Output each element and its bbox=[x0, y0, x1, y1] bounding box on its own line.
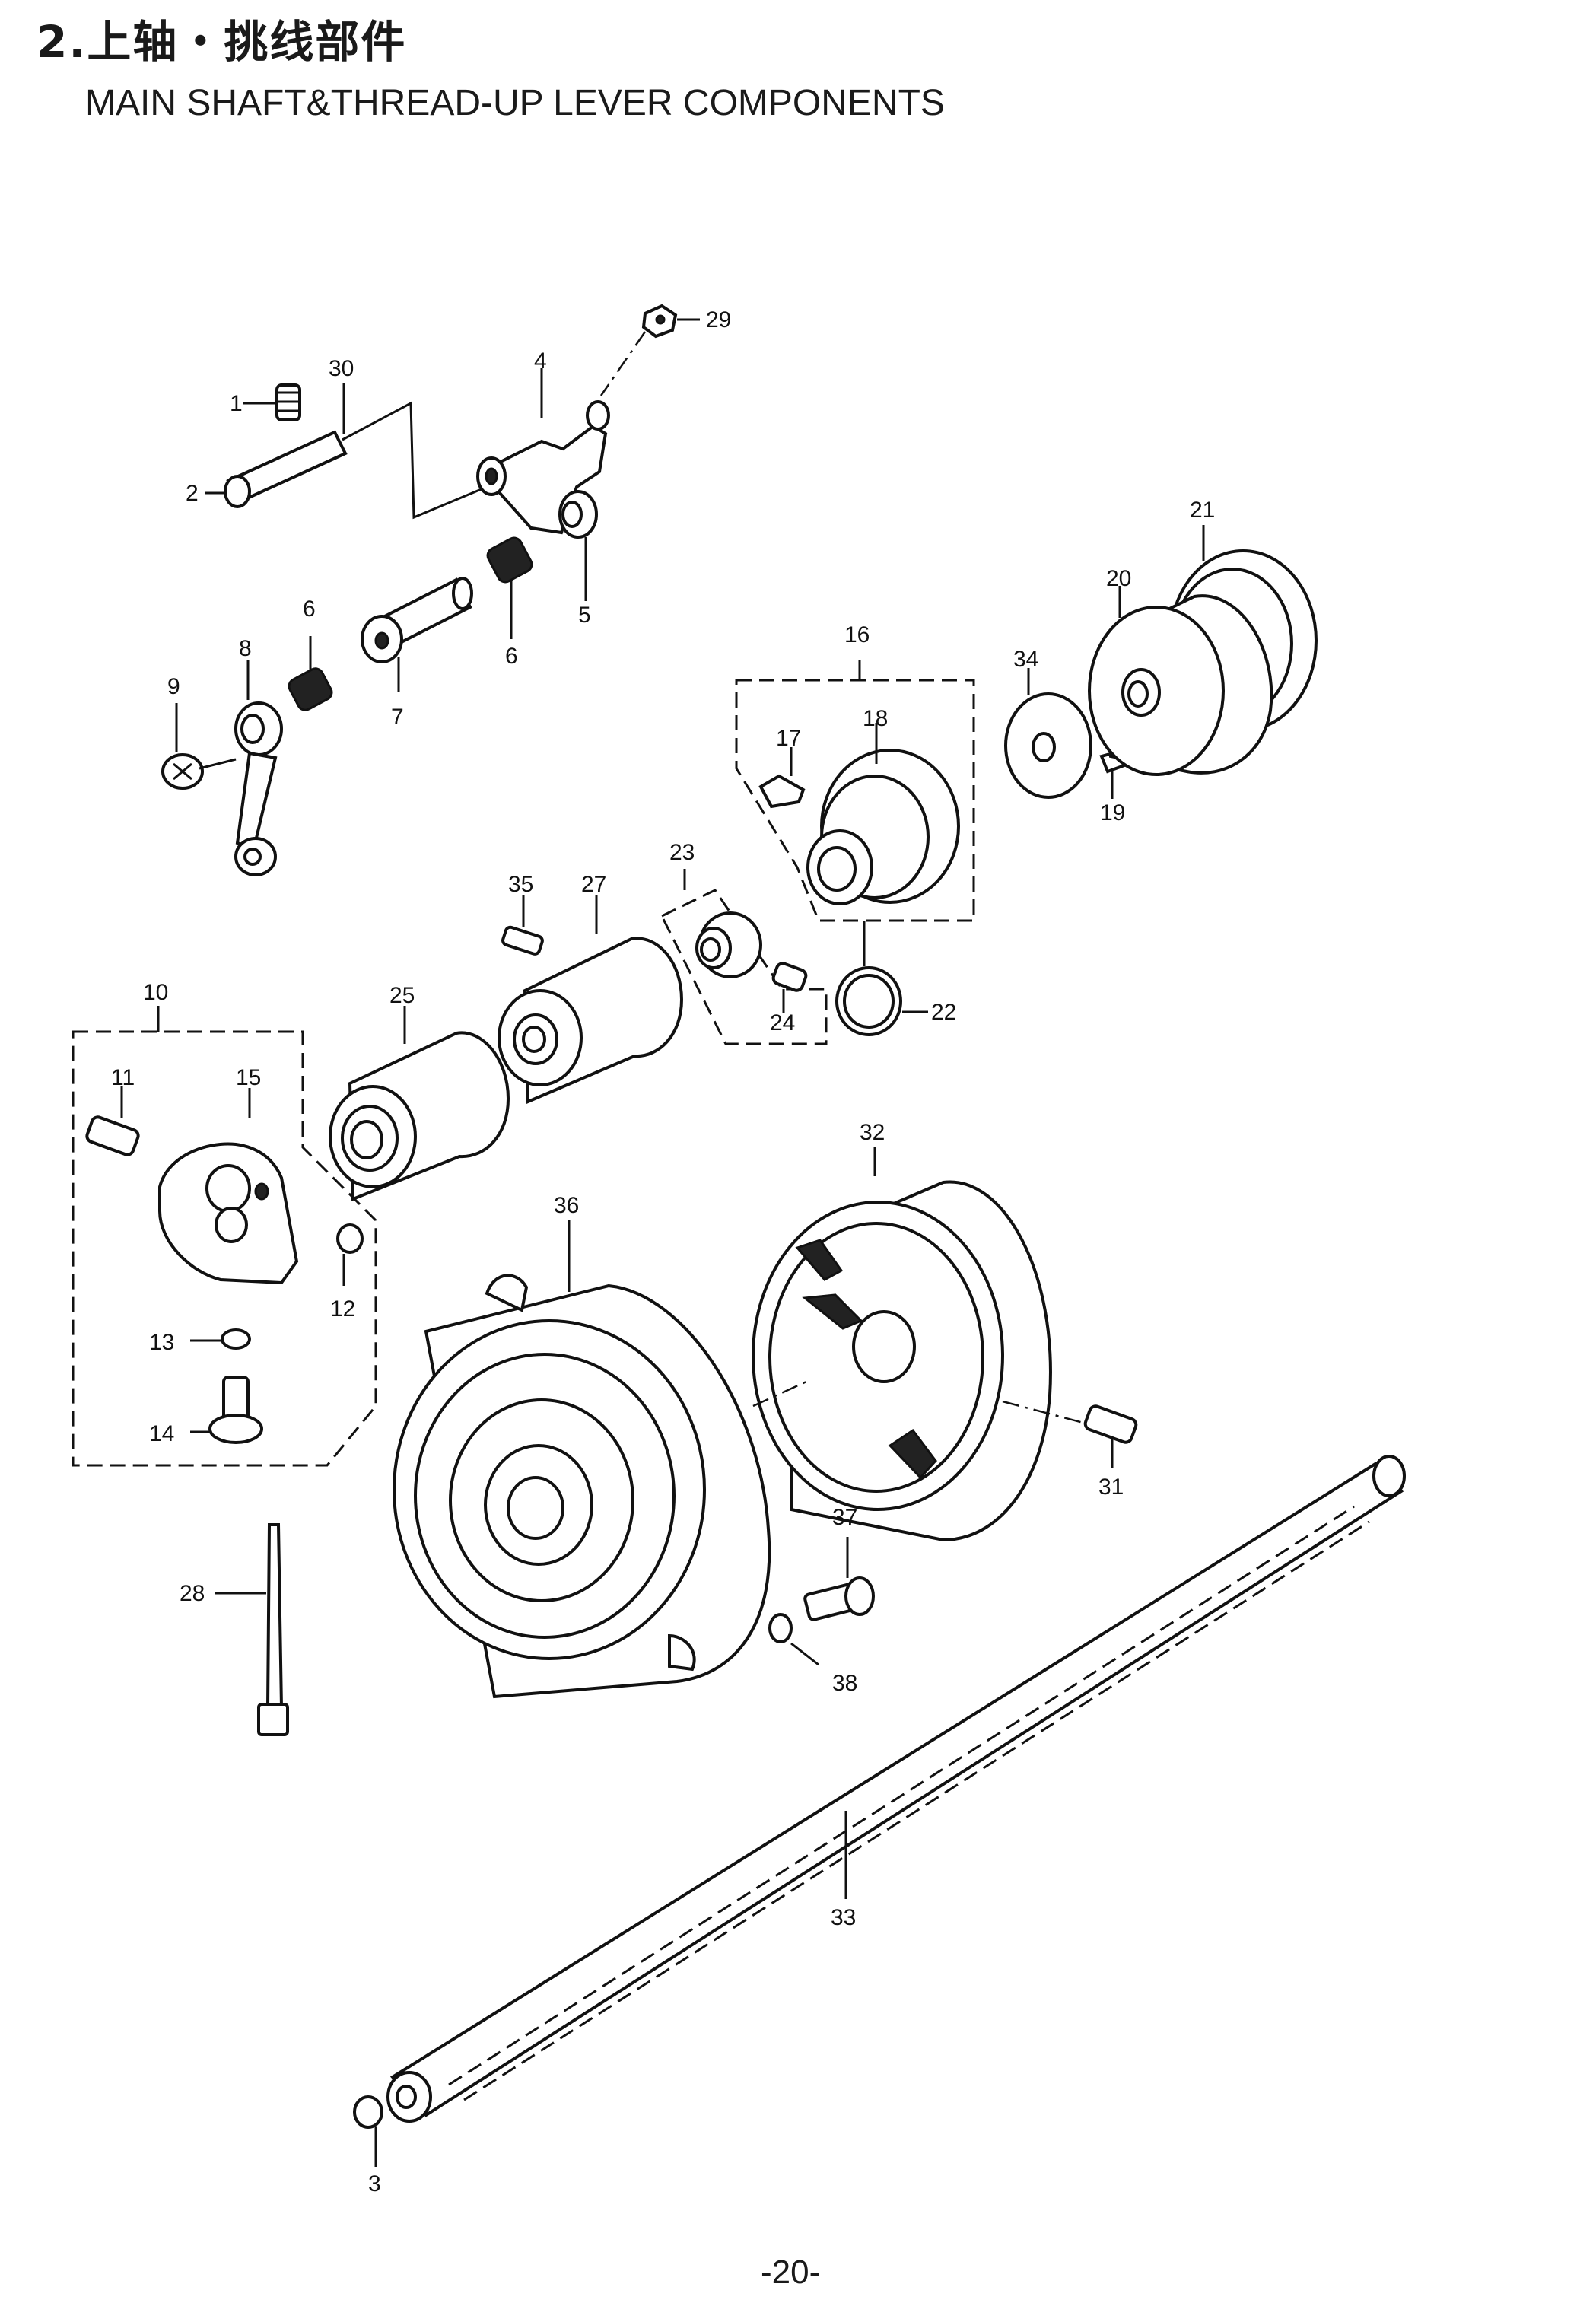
callout-36: 36 bbox=[554, 1193, 579, 1218]
callout-23: 23 bbox=[669, 840, 695, 865]
axis-line-29-4 bbox=[599, 331, 647, 396]
part-38-washer bbox=[768, 1613, 819, 1666]
part-5-collar bbox=[558, 490, 598, 601]
part-27-bushing bbox=[498, 895, 684, 1104]
callout-34: 34 bbox=[1013, 647, 1038, 672]
part-31-set-screw bbox=[1083, 1404, 1138, 1468]
callout-6a: 6 bbox=[303, 596, 316, 622]
callout-37: 37 bbox=[832, 1505, 857, 1530]
callout-14: 14 bbox=[149, 1421, 174, 1446]
part-8-connecting-rod bbox=[234, 660, 283, 876]
callout-4: 4 bbox=[534, 348, 547, 374]
callout-20: 20 bbox=[1106, 566, 1131, 591]
part-34-washer bbox=[1004, 668, 1092, 799]
callout-21: 21 bbox=[1190, 498, 1215, 523]
part-7-shaft bbox=[361, 577, 473, 692]
section-title-chinese: 2.上轴・挑线部件 bbox=[37, 16, 407, 68]
callout-16: 16 bbox=[844, 622, 870, 647]
part-23-collar bbox=[695, 911, 762, 978]
part-6-spring-left bbox=[288, 636, 333, 711]
axis-line-32-31 bbox=[1002, 1400, 1084, 1424]
callout-17: 17 bbox=[776, 726, 801, 751]
callout-24: 24 bbox=[770, 1010, 795, 1035]
callout-18: 18 bbox=[863, 706, 888, 731]
group-23-boundary bbox=[660, 889, 828, 1045]
callout-32: 32 bbox=[860, 1120, 885, 1145]
part-36-motor-housing bbox=[393, 1220, 771, 1699]
callout-38: 38 bbox=[832, 1671, 857, 1696]
part-25-bushing bbox=[329, 1006, 510, 1201]
callout-13: 13 bbox=[149, 1330, 174, 1355]
part-2-pin bbox=[205, 430, 348, 508]
part-20-counterweight bbox=[1088, 586, 1273, 776]
part-14-bolt bbox=[190, 1376, 263, 1444]
part-1-spring bbox=[243, 383, 301, 421]
callout-9: 9 bbox=[167, 674, 180, 699]
callout-8: 8 bbox=[239, 636, 252, 661]
callout-15: 15 bbox=[236, 1065, 261, 1090]
axis-line-36-32 bbox=[752, 1380, 807, 1408]
part-15-eccentric-cam bbox=[158, 1088, 299, 1285]
part-24-screw bbox=[771, 962, 808, 1013]
part-37-screw bbox=[803, 1537, 875, 1621]
callout-30: 30 bbox=[329, 356, 354, 381]
part-30-link-line bbox=[342, 401, 488, 520]
part-32-flywheel bbox=[752, 1147, 1052, 1542]
callout-33: 33 bbox=[831, 1905, 856, 1930]
callout-10: 10 bbox=[143, 980, 168, 1005]
section-title-english: MAIN SHAFT&THREAD-UP LEVER COMPONENTS bbox=[85, 83, 945, 123]
part-9-screw bbox=[161, 703, 237, 790]
callout-6b: 6 bbox=[505, 644, 518, 669]
callout-12: 12 bbox=[330, 1296, 355, 1322]
callout-29: 29 bbox=[706, 307, 731, 332]
part-4-lever-crank bbox=[476, 368, 610, 535]
part-12-screw bbox=[336, 1223, 364, 1286]
part-13-washer bbox=[190, 1328, 251, 1350]
page-number: -20- bbox=[761, 2254, 821, 2291]
part-35-screw bbox=[501, 895, 544, 956]
group-10-boundary bbox=[72, 1030, 377, 1467]
callout-28: 28 bbox=[180, 1581, 205, 1606]
part-11-screw bbox=[85, 1086, 140, 1156]
callout-2: 2 bbox=[186, 481, 199, 506]
part-22-retaining-ring bbox=[835, 921, 928, 1036]
callout-35: 35 bbox=[508, 872, 533, 897]
callout-3: 3 bbox=[368, 2171, 381, 2197]
part-18-bushing bbox=[806, 723, 960, 905]
part-6-spring-right bbox=[486, 536, 533, 639]
callout-19: 19 bbox=[1100, 800, 1125, 825]
part-33-main-shaft bbox=[386, 1455, 1406, 2123]
callout-25: 25 bbox=[389, 983, 415, 1008]
part-17-screw bbox=[758, 747, 806, 809]
part-29-bracket bbox=[641, 304, 700, 339]
callout-5: 5 bbox=[578, 603, 591, 628]
callout-22: 22 bbox=[931, 1000, 956, 1025]
callout-1: 1 bbox=[230, 391, 243, 416]
callout-7: 7 bbox=[391, 705, 404, 730]
callout-11: 11 bbox=[111, 1065, 135, 1090]
part-28-cable-tie bbox=[215, 1523, 289, 1736]
group-16-boundary bbox=[735, 679, 975, 922]
callout-31: 31 bbox=[1098, 1474, 1124, 1500]
callout-27: 27 bbox=[581, 872, 606, 897]
part-3-plug bbox=[353, 2095, 383, 2167]
